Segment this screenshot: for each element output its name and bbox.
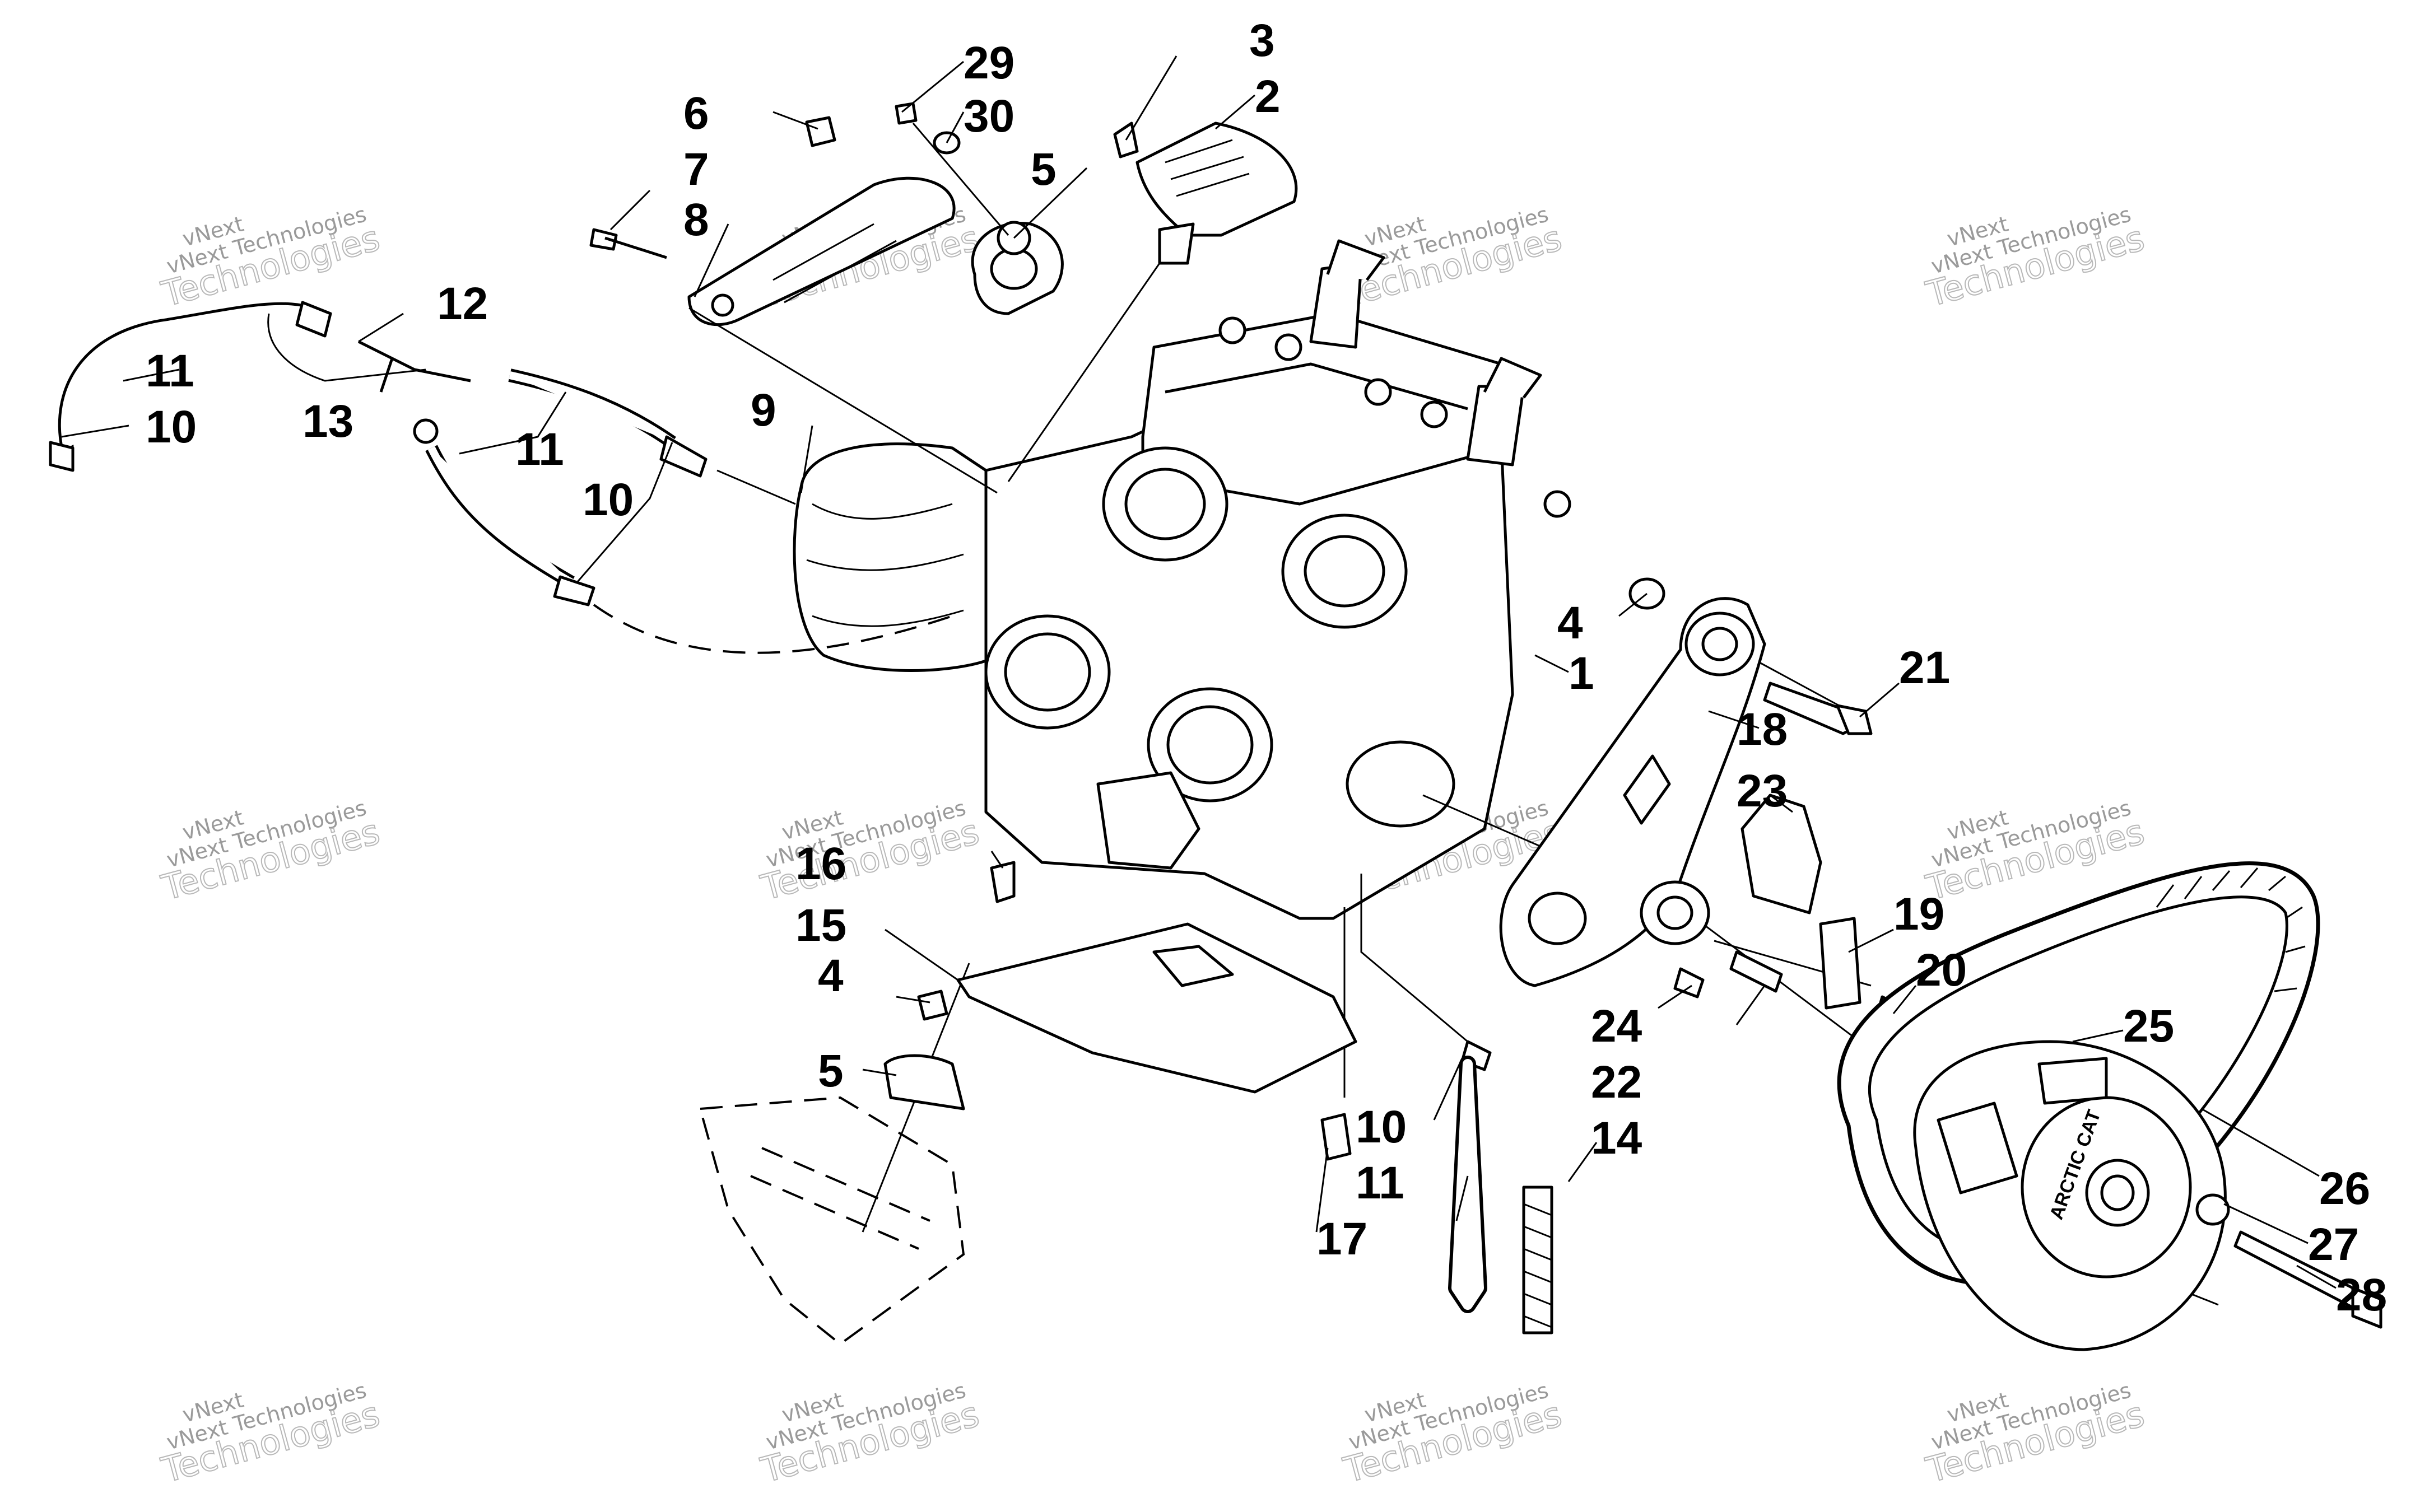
callout-7: 7 (683, 144, 709, 195)
front-mount-bracket (687, 176, 956, 326)
callout-5-upper: 5 (1031, 144, 1057, 195)
callout-10-mid: 10 (583, 474, 634, 525)
watermark: vNext vNext Technologies Technologies (157, 1378, 385, 1491)
callout-22: 22 (1591, 1057, 1642, 1108)
callout-30: 30 (964, 91, 1014, 142)
watermark: vNext vNext Technologies Technologies (157, 795, 385, 909)
callout-16: 16 (795, 838, 846, 889)
rubber-mount-top (971, 221, 1064, 315)
watermark: vNext vNext Technologies Technologies (756, 795, 984, 909)
watermark: vNext vNext Technologies Technologies (1921, 1378, 2149, 1491)
callout-23: 23 (1737, 766, 1788, 816)
callout-11-mid: 11 (515, 424, 564, 475)
callout-8: 8 (683, 194, 709, 245)
spring (1522, 1186, 1553, 1334)
callout-26: 26 (2319, 1163, 2370, 1214)
callout-1: 1 (1569, 648, 1594, 699)
callout-29: 29 (964, 38, 1014, 88)
callout-9: 9 (751, 385, 776, 436)
callout-2: 2 (1255, 71, 1281, 122)
callout-10-left: 10 (146, 402, 197, 452)
watermark: vNext vNext Technologies Technologies (1339, 202, 1567, 315)
callout-28: 28 (2336, 1270, 2387, 1320)
clutch-bolt (2195, 1193, 2382, 1329)
watermark: vNext vNext Technologies Technologies (1339, 1378, 1567, 1491)
watermark: vNext vNext Technologies Technologies (1921, 795, 2149, 909)
watermark: vNext vNext Technologies Technologies (157, 202, 385, 315)
callout-13: 13 (302, 396, 353, 447)
callout-19: 19 (1893, 889, 1944, 940)
recoil-starter (793, 442, 988, 672)
callout-labels: 1 2 3 4 4 5 5 6 7 8 9 10 10 10 11 11 11 … (146, 15, 2387, 1320)
callout-4-upper: 4 (1557, 598, 1583, 648)
vent-hoses (49, 301, 1492, 1313)
drive-clutch: ARCTIC CAT (1913, 1040, 2227, 1351)
parts-drawing: ARCTIC CAT (49, 102, 2382, 1351)
callout-11-left: 11 (146, 346, 194, 396)
callout-10-bottom: 10 (1356, 1102, 1407, 1152)
callout-12: 12 (437, 278, 488, 329)
callout-14: 14 (1591, 1113, 1642, 1164)
engine-assembly (984, 239, 1571, 920)
callout-17: 17 (1316, 1214, 1367, 1264)
rear-mount-bracket (1499, 597, 1766, 987)
callout-4-lower: 4 (818, 950, 844, 1001)
chassis-outline (699, 1096, 965, 1346)
callout-6: 6 (683, 88, 709, 139)
watermark: vNext vNext Technologies Technologies (756, 1378, 984, 1491)
callout-15: 15 (795, 900, 846, 951)
callout-24: 24 (1591, 1001, 1642, 1052)
callout-27: 27 (2308, 1219, 2359, 1270)
callout-3: 3 (1249, 15, 1275, 66)
callout-18: 18 (1737, 704, 1788, 755)
fasteners-top (589, 102, 961, 259)
callout-11-bottom: 11 (1356, 1158, 1404, 1208)
starter-handle (1113, 122, 1298, 265)
callout-5-lower: 5 (818, 1046, 844, 1096)
lower-engine-plate (883, 861, 1357, 1161)
leader-lines (61, 55, 2337, 1289)
callout-21: 21 (1899, 642, 1950, 693)
watermark: vNext vNext Technologies Technologies (1921, 202, 2149, 315)
callout-20: 20 (1916, 945, 1967, 996)
callout-25: 25 (2123, 1001, 2174, 1052)
engine-bracket-23 (1740, 794, 1861, 1010)
